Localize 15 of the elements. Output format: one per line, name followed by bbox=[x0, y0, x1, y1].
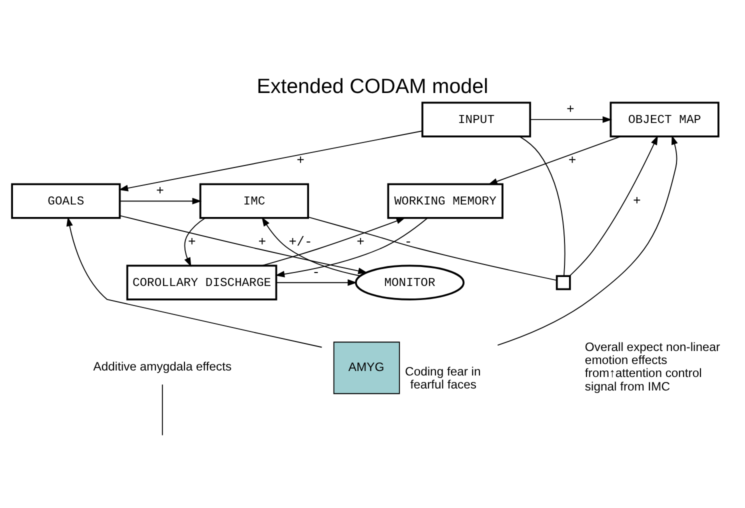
edge-label: - bbox=[312, 264, 320, 280]
edge-label: + bbox=[296, 152, 305, 168]
node-text: Additive amygdala effects bbox=[93, 359, 232, 374]
diagram-title: Extended CODAM model bbox=[256, 74, 488, 98]
node-label: Coding fear in fearful faces bbox=[405, 364, 481, 391]
edge-label: + bbox=[632, 193, 641, 208]
edge-label: + bbox=[566, 102, 574, 117]
edge-label: - bbox=[404, 234, 412, 249]
edge-label: + bbox=[258, 234, 266, 249]
label: Overall expect non-linear emotion effects from↑attention control signal from IMC bbox=[584, 339, 720, 393]
edge-label: + bbox=[356, 234, 364, 249]
edge-label: + bbox=[188, 234, 196, 249]
edge-label: + bbox=[568, 152, 576, 168]
edge-label: +/- bbox=[288, 234, 312, 249]
edge-label: + bbox=[156, 183, 164, 198]
